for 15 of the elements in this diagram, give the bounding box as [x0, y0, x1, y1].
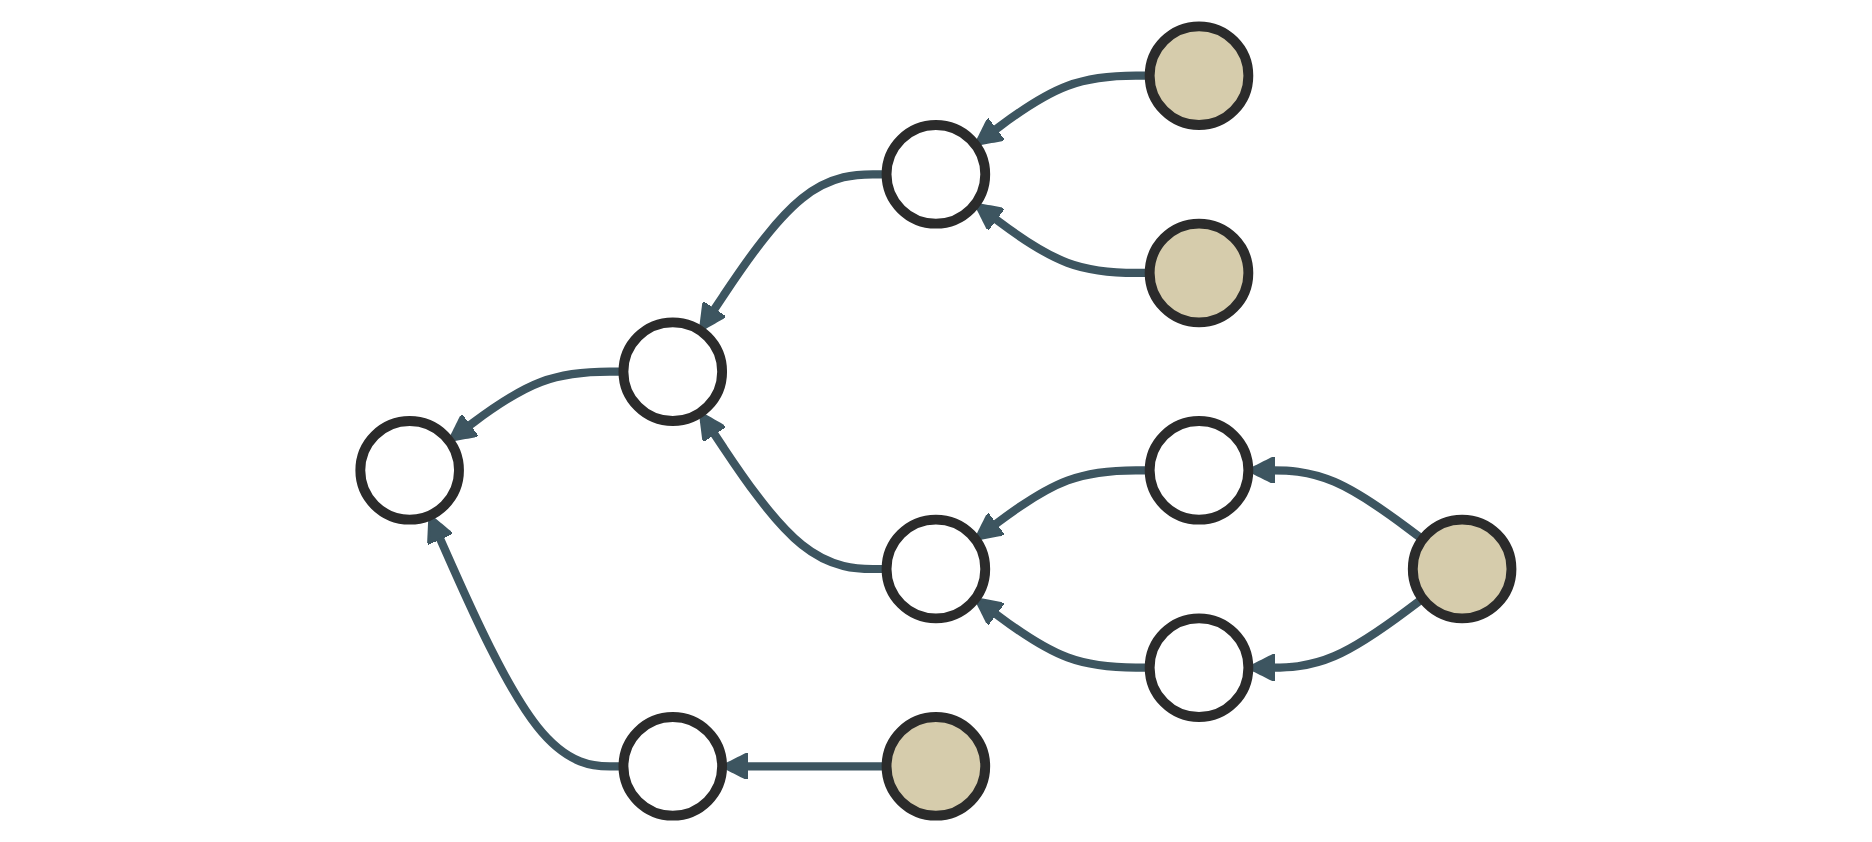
node-circle: [1144, 416, 1254, 525]
node-circle: [881, 514, 991, 624]
node-circle: [618, 317, 728, 426]
node-circle: [1407, 514, 1517, 624]
node-circle: [881, 120, 991, 229]
node-circle: [618, 712, 728, 821]
node-circle: [1144, 218, 1254, 328]
node-circle: [881, 712, 991, 821]
node-circle: [1144, 613, 1254, 722]
arrow: [974, 71, 1150, 147]
arrow: [974, 466, 1150, 541]
node-circle: [1144, 21, 1254, 130]
arrow: [974, 202, 1150, 278]
arrow: [974, 597, 1150, 672]
node-circle: [355, 416, 465, 525]
